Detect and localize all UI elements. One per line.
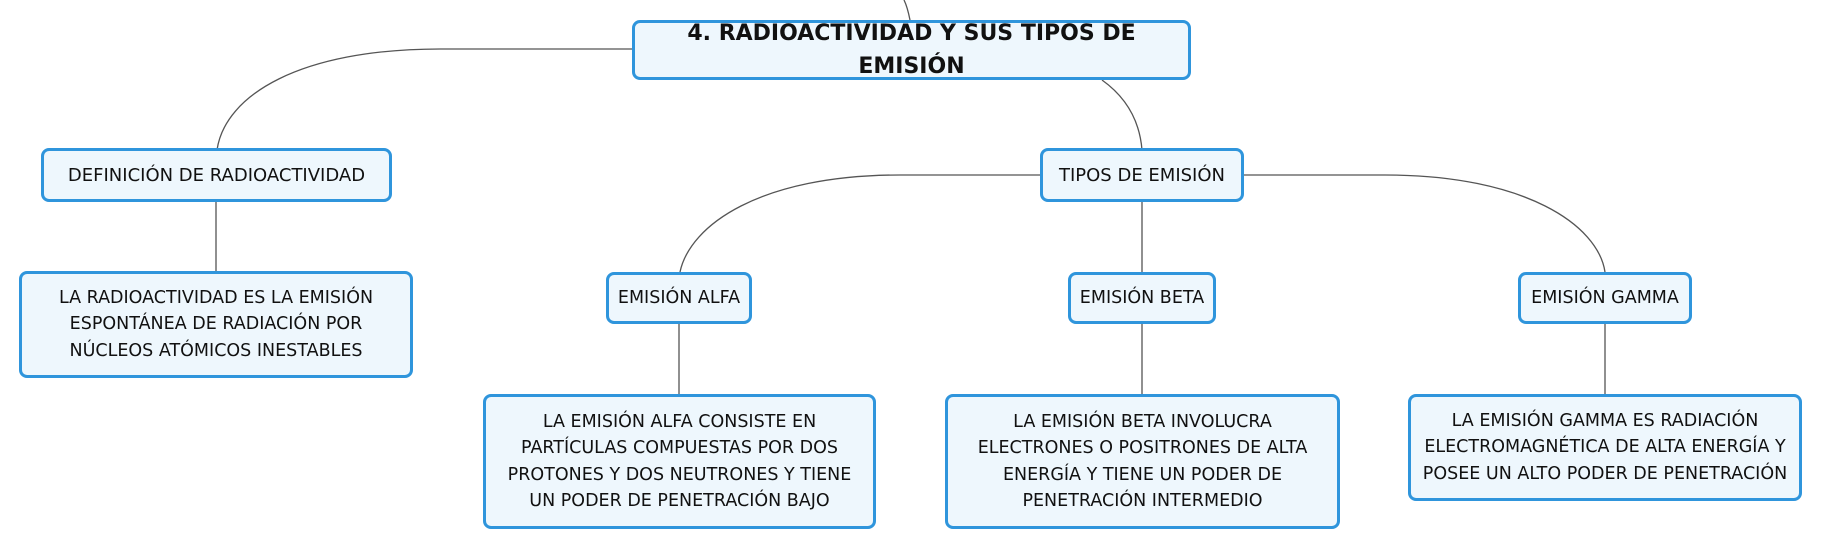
alpha-node-label: EMISIÓN ALFA	[617, 287, 741, 308]
definition-detail-text: LA RADIOACTIVIDAD ES LA EMISIÓN ESPONTÁN…	[58, 288, 374, 361]
gamma-node[interactable]: EMISIÓN GAMMA	[1518, 272, 1692, 324]
beta-node[interactable]: EMISIÓN BETA	[1068, 272, 1216, 324]
types-node[interactable]: TIPOS DE EMISIÓN	[1040, 148, 1244, 202]
types-node-label: TIPOS DE EMISIÓN	[1058, 164, 1225, 186]
connector-types-alpha	[679, 174, 1040, 273]
beta-detail-text: LA EMISIÓN BETA INVOLUCRA ELECTRONES O P…	[977, 412, 1308, 511]
beta-node-label: EMISIÓN BETA	[1079, 287, 1205, 308]
connector-root-parent	[903, 0, 911, 21]
alpha-node[interactable]: EMISIÓN ALFA	[606, 272, 752, 324]
definition-node-label: DEFINICIÓN DE RADIOACTIVIDAD	[67, 164, 366, 186]
definition-node[interactable]: DEFINICIÓN DE RADIOACTIVIDAD	[41, 148, 392, 202]
definition-detail-node[interactable]: LA RADIOACTIVIDAD ES LA EMISIÓN ESPONTÁN…	[19, 271, 413, 378]
gamma-detail-node[interactable]: LA EMISIÓN GAMMA ES RADIACIÓN ELECTROMAG…	[1408, 394, 1802, 501]
connector-root-types	[1101, 79, 1143, 151]
beta-detail-node[interactable]: LA EMISIÓN BETA INVOLUCRA ELECTRONES O P…	[945, 394, 1340, 529]
root-node[interactable]: 4. RADIOACTIVIDAD Y SUS TIPOS DE EMISIÓN	[632, 20, 1191, 80]
gamma-node-label: EMISIÓN GAMMA	[1531, 287, 1679, 308]
alpha-detail-node[interactable]: LA EMISIÓN ALFA CONSISTE EN PARTÍCULAS C…	[483, 394, 876, 529]
connector-root-definition	[216, 48, 632, 151]
root-node-label: 4. RADIOACTIVIDAD Y SUS TIPOS DE EMISIÓN	[687, 21, 1136, 79]
alpha-detail-text: LA EMISIÓN ALFA CONSISTE EN PARTÍCULAS C…	[507, 412, 852, 511]
gamma-detail-text: LA EMISIÓN GAMMA ES RADIACIÓN ELECTROMAG…	[1422, 411, 1788, 484]
connector-types-gamma	[1244, 174, 1606, 273]
